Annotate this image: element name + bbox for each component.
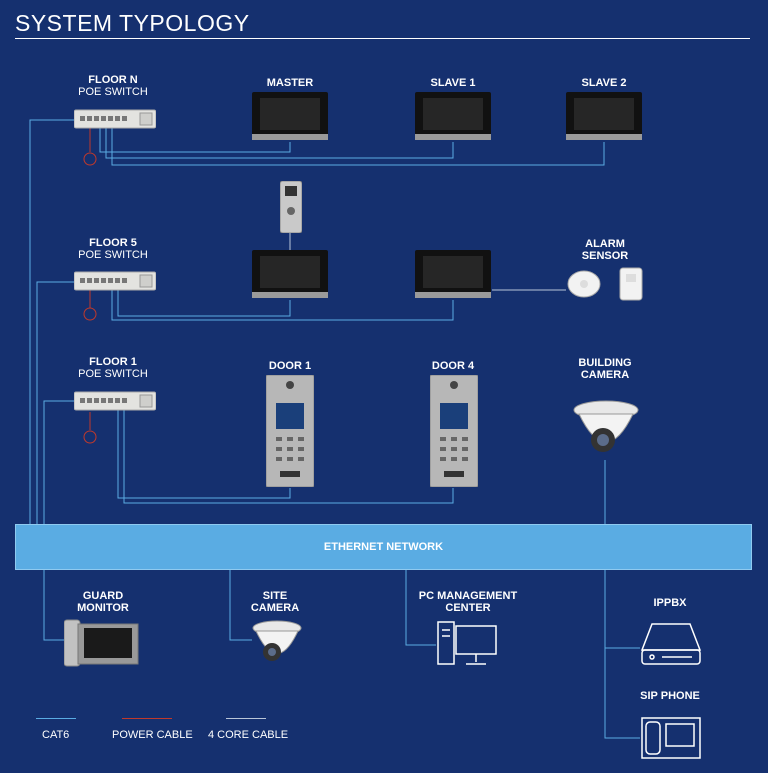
alarm-label-line-2: SENSOR [581, 250, 629, 262]
cat6-guard-monitor [43, 568, 64, 641]
cat6-sip-phone [604, 568, 640, 739]
title-divider [15, 38, 750, 39]
floor-n-name: FLOOR N [88, 74, 138, 86]
legend-cat6: CAT6 [42, 729, 70, 741]
guard-monitor-line-1: GUARD [82, 590, 124, 602]
pc-management-line-1: PC MANAGEMENT [418, 590, 518, 602]
legend-four-core-line [226, 718, 266, 719]
cat6-floor-5-monitor [111, 290, 454, 321]
floor-1-label: FLOOR 1 POE SWITCH [70, 356, 156, 380]
floor-n-switch-label: POE SWITCH [78, 86, 148, 98]
floor-1-switch-label: POE SWITCH [78, 368, 148, 380]
building-camera-icon [573, 400, 639, 467]
site-camera-label: SITE CAMERA [240, 590, 310, 614]
master-monitor [252, 92, 328, 147]
building-camera-line-1: BUILDING [578, 357, 632, 369]
building-camera-line-2: CAMERA [580, 369, 630, 381]
legend-four-core-cable: 4 CORE CABLE [208, 729, 289, 741]
pc-management-line-2: CENTER [445, 602, 491, 614]
guard-monitor-line-2: MONITOR [77, 602, 129, 614]
pc-icon [436, 620, 500, 673]
sip-phone-label: SIP PHONE [640, 690, 700, 702]
sip-phone-icon [640, 714, 702, 765]
legend-cat6-line [36, 718, 76, 719]
door-4-label: DOOR 4 [431, 360, 475, 372]
floor-1-poe-switch [73, 390, 157, 417]
cat6-floor-1-door4 [123, 410, 454, 504]
ippbx-label: IPPBX [653, 597, 687, 609]
alarm-sensor-label: ALARM SENSOR [570, 238, 640, 262]
cat6-floor-1-door1 [117, 410, 291, 499]
site-camera-line-2: CAMERA [250, 602, 300, 614]
cat6-floor-1-line [43, 400, 76, 524]
slave-2-monitor [566, 92, 642, 147]
cat6-floor-5-line [36, 281, 76, 524]
slave-2-label: SLAVE 2 [581, 77, 627, 89]
cat6-floor-n-slave2 [111, 128, 605, 166]
floor-n-poe-switch [73, 108, 157, 135]
slave-1-monitor [415, 92, 491, 147]
floor-1-name: FLOOR 1 [89, 356, 137, 368]
ippbx-icon [640, 620, 702, 673]
floor-5-poe-switch [73, 270, 157, 297]
legend-power-cable: POWER CABLE [112, 729, 193, 741]
cat6-pc-center [405, 568, 436, 646]
master-label: MASTER [266, 77, 314, 89]
door-4-station [429, 374, 479, 492]
floor-n-label: FLOOR N POE SWITCH [70, 74, 156, 98]
cat6-floor-5-monitor-2 [117, 290, 291, 317]
alarm-label-line-1: ALARM [585, 238, 625, 250]
legend-power-line [122, 718, 172, 719]
site-camera-icon [252, 620, 302, 673]
cat6-floor-n-line [29, 119, 76, 524]
door-1-station [265, 374, 315, 492]
alarm-sensor-devices [566, 264, 650, 309]
door-1-label: DOOR 1 [268, 360, 312, 372]
slave-1-label: SLAVE 1 [430, 77, 476, 89]
floor-5-label: FLOOR 5 POE SWITCH [70, 237, 156, 261]
floor-5-monitor-1 [252, 250, 328, 305]
pc-management-label: PC MANAGEMENT CENTER [410, 590, 526, 614]
cat6-site-camera [229, 568, 252, 641]
floor-5-name: FLOOR 5 [89, 237, 137, 249]
building-camera-label: BUILDING CAMERA [565, 357, 645, 381]
cat6-floor-n-slave1 [105, 128, 454, 159]
guard-monitor-label: GUARD MONITOR [64, 590, 142, 614]
page-title: SYSTEM TYPOLOGY [15, 10, 250, 36]
floor-5-switch-label: POE SWITCH [78, 249, 148, 261]
ethernet-network-bar: ETHERNET NETWORK [15, 524, 752, 570]
floor-5-monitor-2 [415, 250, 491, 305]
guard-monitor-device [63, 618, 140, 673]
cat6-floor-n-master [99, 128, 291, 153]
doorbell-unit [279, 180, 303, 238]
site-camera-line-1: SITE [262, 590, 288, 602]
